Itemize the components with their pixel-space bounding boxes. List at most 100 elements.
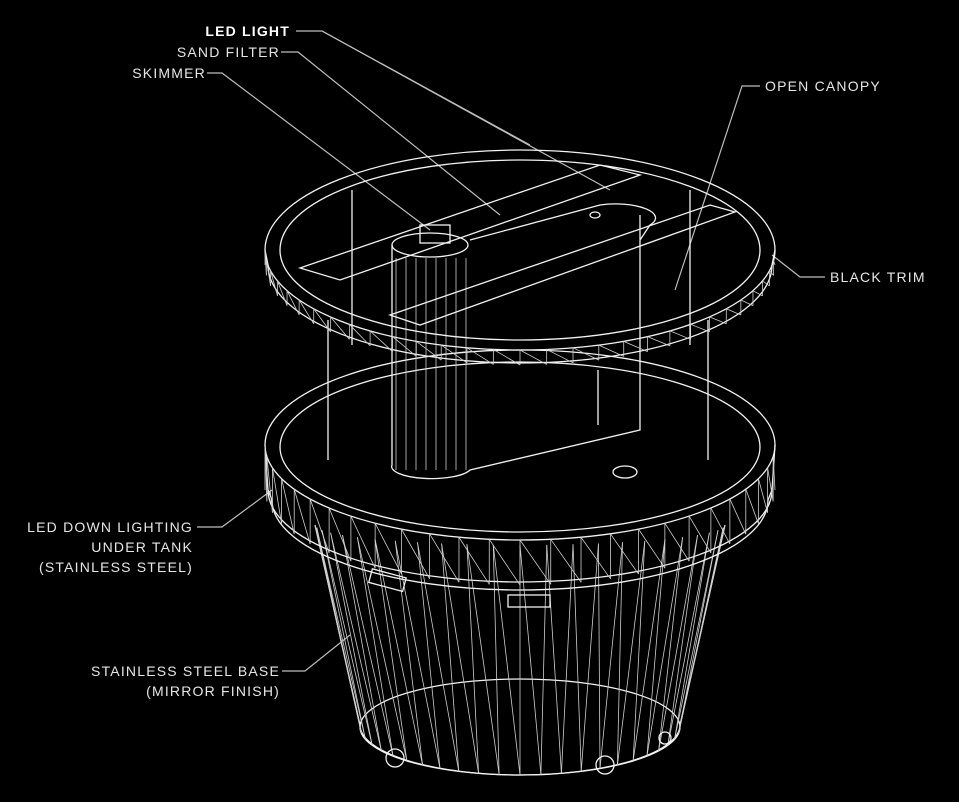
- mesh-line: [599, 542, 623, 769]
- leader-skimmer: [207, 72, 431, 231]
- mesh-line: [321, 530, 366, 740]
- mesh-line: [401, 528, 430, 580]
- mesh-line: [758, 478, 768, 513]
- mesh-line: [540, 544, 548, 775]
- mesh-line: [647, 336, 671, 347]
- mesh-line: [392, 336, 417, 357]
- mesh-line: [270, 270, 278, 297]
- label-open-canopy: OPEN CANOPY: [765, 78, 881, 94]
- mesh-line: [729, 498, 747, 535]
- mesh-line: [493, 349, 521, 366]
- mesh-line: [646, 537, 684, 757]
- mesh-line: [632, 539, 666, 761]
- mesh-line: [632, 540, 646, 761]
- mesh-line: [492, 544, 500, 775]
- mesh-line: [678, 530, 719, 734]
- mesh-line: [726, 308, 741, 316]
- mesh-line: [580, 537, 611, 580]
- mesh-line: [623, 340, 648, 352]
- label-stainless-base: STAINLESS STEEL BASE (MIRROR FINISH): [40, 661, 280, 701]
- label-black-trim: BLACK TRIM: [830, 269, 926, 285]
- mesh-line: [638, 528, 666, 569]
- mesh-line: [328, 507, 352, 562]
- mesh-line: [321, 530, 373, 746]
- mesh-line: [772, 456, 776, 491]
- mesh-line: [356, 537, 394, 757]
- label-sand-filter: SAND FILTER: [176, 44, 280, 60]
- mesh-line: [762, 280, 770, 287]
- mesh-line: [350, 515, 376, 569]
- mesh-line: [667, 534, 698, 746]
- mesh-line: [658, 537, 684, 752]
- label-line: LED DOWN LIGHTING: [27, 519, 193, 535]
- leader-sand-filter: [281, 51, 501, 216]
- mesh-line: [664, 522, 690, 562]
- mesh-line: [580, 543, 599, 772]
- mesh-line: [492, 544, 521, 776]
- mesh-line: [488, 539, 521, 586]
- mesh-line: [773, 260, 776, 266]
- mesh-line: [293, 489, 311, 545]
- mesh-line: [546, 544, 562, 774]
- tank-band: [264, 349, 776, 591]
- mesh-line: [752, 290, 763, 297]
- mesh-line: [342, 534, 394, 757]
- mesh-line: [266, 260, 271, 286]
- mesh-line: [277, 280, 288, 306]
- mesh-line: [309, 498, 330, 554]
- mesh-line: [394, 540, 441, 769]
- mesh-line: [313, 308, 331, 333]
- mesh-line: [441, 543, 460, 772]
- mesh-line: [330, 316, 350, 340]
- mesh-line: [466, 544, 479, 774]
- label-skimmer: SKIMMER: [132, 65, 206, 81]
- label-line: UNDER TANK: [91, 539, 193, 555]
- leader-base: [282, 634, 351, 672]
- mesh-line: [572, 347, 599, 361]
- label-line: (STAINLESS STEEL): [39, 559, 193, 575]
- mesh-line: [374, 522, 402, 575]
- mesh-line: [667, 532, 710, 746]
- mesh-line: [674, 530, 719, 740]
- leader-led-down: [197, 489, 273, 528]
- mesh-line: [316, 527, 366, 740]
- mesh-line: [429, 533, 460, 583]
- mesh-line: [417, 542, 441, 769]
- mesh-line: [709, 316, 727, 325]
- mesh-line: [617, 542, 623, 766]
- mesh-line: [690, 323, 710, 333]
- label-led-light: LED LIGHT: [205, 23, 290, 39]
- mesh-line: [688, 515, 712, 554]
- mesh-line: [330, 532, 382, 752]
- mesh-line: [342, 534, 382, 752]
- mesh-line: [466, 544, 500, 775]
- mesh-line: [272, 467, 282, 524]
- mesh-line: [679, 524, 726, 728]
- mesh-line: [674, 532, 710, 740]
- filter-body: [391, 203, 657, 480]
- mesh-line: [561, 544, 574, 774]
- mesh-line: [610, 533, 639, 575]
- mesh-line: [349, 324, 371, 347]
- mesh-line: [374, 539, 408, 761]
- mesh-line: [440, 344, 468, 364]
- mesh-line: [598, 344, 624, 357]
- label-led-down-lighting: LED DOWN LIGHTING UNDER TANK (STAINLESS …: [0, 517, 193, 577]
- mesh-line: [441, 543, 479, 774]
- label-line: (MIRROR FINISH): [146, 683, 280, 699]
- mesh-line: [458, 537, 490, 585]
- mesh-line: [519, 544, 542, 775]
- mesh-line: [281, 478, 295, 535]
- mesh-line: [298, 299, 315, 324]
- mesh-line: [658, 534, 698, 752]
- mesh-line: [519, 349, 547, 365]
- mesh-line: [417, 542, 460, 772]
- mesh-line: [369, 330, 393, 352]
- mesh-line: [669, 330, 691, 340]
- mesh-line: [286, 290, 300, 316]
- leader-led-light-2: [321, 30, 611, 191]
- mesh-line: [710, 507, 731, 545]
- leader-lines: [197, 30, 825, 672]
